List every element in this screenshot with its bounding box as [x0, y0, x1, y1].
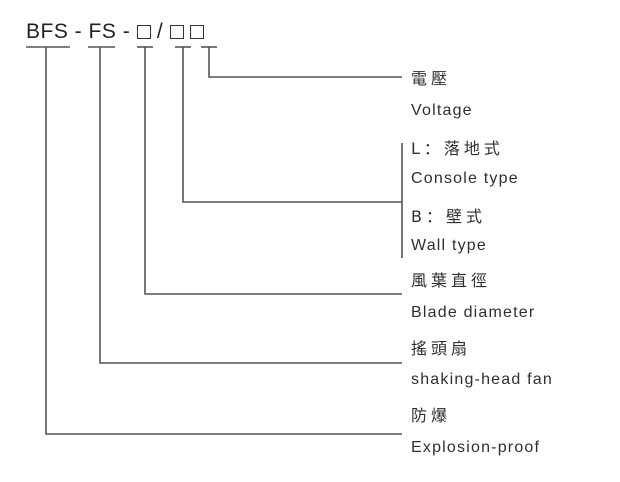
code-series-bfs: BFS [26, 20, 69, 43]
type-placeholder [169, 25, 184, 39]
connector-blade [144, 47, 402, 295]
label-explosion-en: Explosion-proof [411, 439, 541, 456]
label-blade-zh: 風葉直徑 [411, 271, 492, 290]
code-series-fs: FS [88, 20, 117, 43]
connector-voltage [208, 47, 402, 78]
label-wall-en: Wall type [411, 237, 488, 254]
voltage-placeholder [189, 25, 204, 39]
label-console-en: Console type [411, 170, 519, 187]
label-voltage-zh: 電壓 [411, 69, 452, 88]
connector-shaking [99, 47, 402, 364]
code-separator: - [68, 20, 89, 43]
blade-diameter-placeholder [136, 25, 151, 39]
label-shaking-en: shaking-head fan [411, 371, 553, 388]
label-blade-en: Blade diameter [411, 304, 536, 321]
label-explosion-zh: 防爆 [411, 406, 452, 425]
model-code: BFS - FS - / [26, 20, 204, 44]
code-slash: / [150, 20, 170, 43]
code-separator: - [116, 20, 137, 43]
connector-type [182, 47, 402, 203]
label-console-zh: L：落地式 [411, 139, 504, 158]
label-voltage-en: Voltage [411, 102, 473, 119]
connector-explosion [45, 47, 402, 435]
label-wall-zh: B：壁式 [411, 207, 486, 226]
label-shaking-zh: 搖頭扇 [411, 339, 472, 358]
